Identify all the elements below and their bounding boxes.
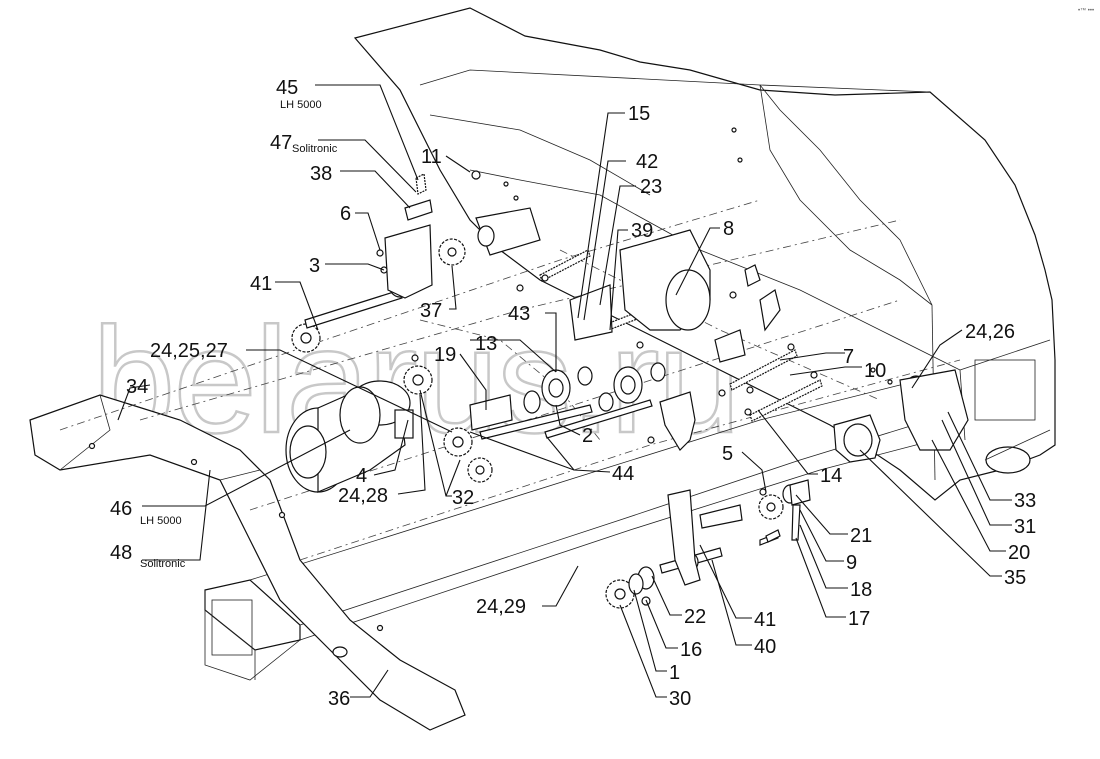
callout-45: 45	[276, 77, 298, 99]
callout-37: 37	[420, 300, 442, 322]
callout-21: 21	[850, 525, 872, 547]
hopper-body	[353, 7, 1056, 501]
callout-5: 5	[722, 443, 733, 465]
sprockets	[291, 238, 784, 609]
callout-2: 2	[582, 425, 593, 447]
callout-31: 31	[1014, 516, 1036, 538]
brackets	[384, 173, 969, 586]
callout-47-note: Solitronic	[292, 143, 338, 155]
callout-15: 15	[628, 103, 650, 125]
callout-14: 14	[820, 465, 842, 487]
callout-24-26: 24,26	[965, 321, 1015, 343]
callout-34: 34	[126, 376, 148, 398]
spinner-arm	[29, 394, 466, 731]
callout-17: 17	[848, 608, 870, 630]
callout-4: 4	[356, 465, 367, 487]
callout-48: 48	[110, 542, 132, 564]
callout-48-note: Solitronic	[140, 558, 186, 570]
callout-46: 46	[110, 498, 132, 520]
callout-22: 22	[684, 606, 706, 628]
callout-13: 13	[475, 333, 497, 355]
callout-1: 1	[669, 662, 680, 684]
callout-41-upper: 41	[250, 273, 272, 295]
leader-lines	[117, 84, 1012, 698]
callout-35: 35	[1004, 567, 1026, 589]
callout-30: 30	[669, 688, 691, 710]
callout-32: 32	[452, 487, 474, 509]
callout-43: 43	[508, 303, 530, 325]
callout-45-note: LH 5000	[280, 99, 322, 111]
callout-44: 44	[612, 463, 634, 485]
callout-18: 18	[850, 579, 872, 601]
callout-20: 20	[1008, 542, 1030, 564]
callout-11: 11	[421, 146, 442, 168]
callout-19: 19	[434, 344, 456, 366]
callout-24-29: 24,29	[476, 596, 526, 618]
callout-labels: 45 LH 5000 47 Solitronic 38 11 6 3 41 37…	[110, 77, 1036, 710]
callout-24-28: 24,28	[338, 485, 388, 507]
callout-33: 33	[1014, 490, 1036, 512]
callout-46-note: LH 5000	[140, 515, 182, 527]
callout-8: 8	[723, 218, 734, 240]
callout-24-25-27: 24,25,27	[150, 340, 228, 362]
callout-7: 7	[843, 346, 854, 368]
callout-38: 38	[310, 163, 332, 185]
callout-36: 36	[328, 688, 350, 710]
callout-42: 42	[636, 151, 658, 173]
hardware	[376, 127, 893, 543]
gear-motor	[285, 380, 414, 493]
callout-9: 9	[846, 552, 857, 574]
callout-6: 6	[340, 203, 351, 225]
corner-mark: •™ •••	[1078, 7, 1094, 14]
callout-41-lower: 41	[754, 609, 776, 631]
callout-10: 10	[864, 360, 886, 382]
callout-40: 40	[754, 636, 776, 658]
callout-3: 3	[309, 255, 320, 277]
callout-16: 16	[680, 639, 702, 661]
callout-39: 39	[631, 220, 653, 242]
callout-47: 47	[270, 132, 292, 154]
callout-23: 23	[640, 176, 662, 198]
